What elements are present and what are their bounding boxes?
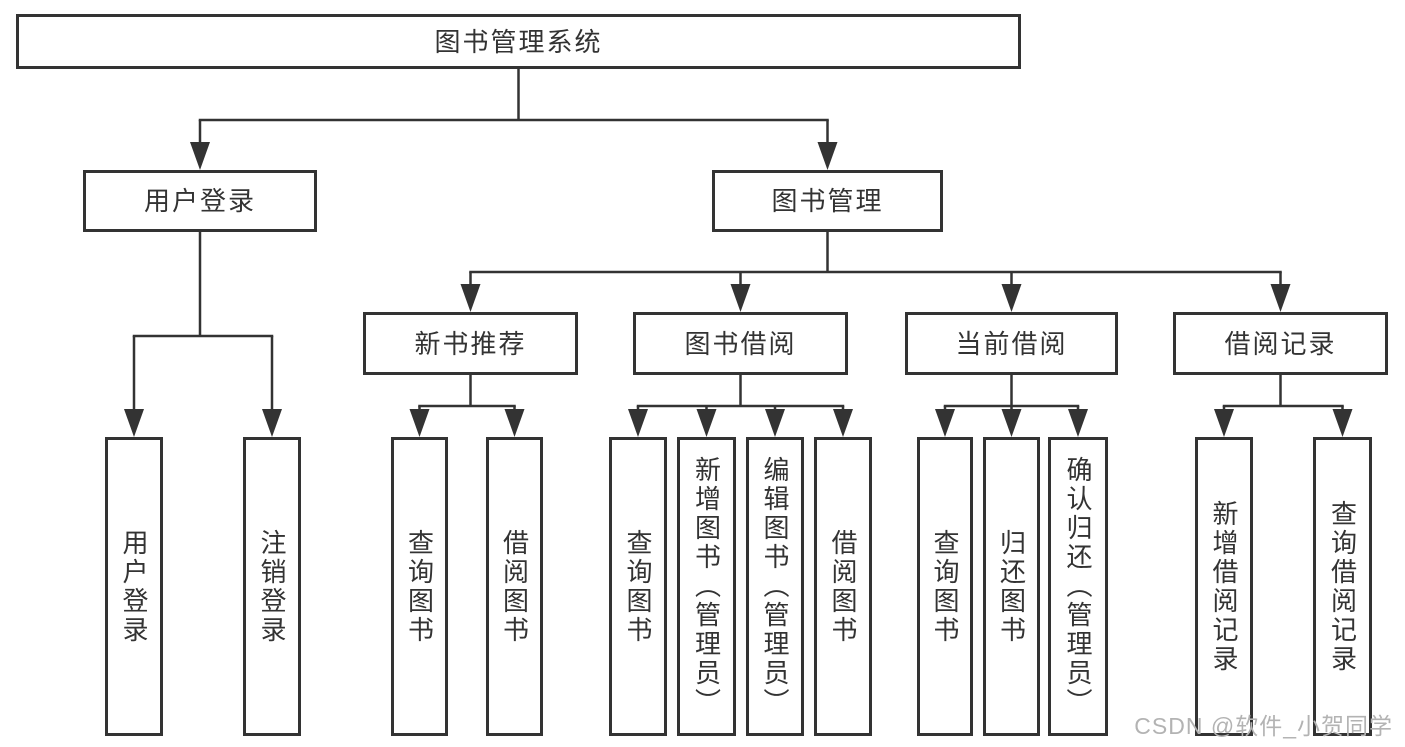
node-book-management: 图书管理 [712,170,943,232]
leaf-confirm-return-admin: 确认归还（管理员） [1048,437,1108,736]
leaf-query-books-recommend: 查询图书 [391,437,448,736]
leaf-logout: 注销登录 [243,437,301,736]
node-user-login: 用户登录 [83,170,317,232]
node-borrowing-records: 借阅记录 [1173,312,1388,375]
node-book-management-system: 图书管理系统 [16,14,1021,69]
node-new-book-recommendation: 新书推荐 [363,312,578,375]
node-current-borrowing: 当前借阅 [905,312,1118,375]
leaf-return-books: 归还图书 [983,437,1040,736]
csdn-watermark: CSDN @软件_小贺同学 [1134,713,1393,739]
leaf-user-login: 用户登录 [105,437,163,736]
leaf-query-books-borrowing: 查询图书 [609,437,667,736]
node-book-borrowing: 图书借阅 [633,312,848,375]
leaf-add-borrow-record: 新增借阅记录 [1195,437,1253,736]
leaf-query-borrow-record: 查询借阅记录 [1313,437,1372,736]
leaf-edit-book-admin: 编辑图书（管理员） [746,437,804,736]
leaf-query-books-current: 查询图书 [917,437,973,736]
leaf-borrow-books-recommend: 借阅图书 [486,437,543,736]
leaf-add-book-admin: 新增图书（管理员） [677,437,736,736]
leaf-borrow-books-borrowing: 借阅图书 [814,437,872,736]
